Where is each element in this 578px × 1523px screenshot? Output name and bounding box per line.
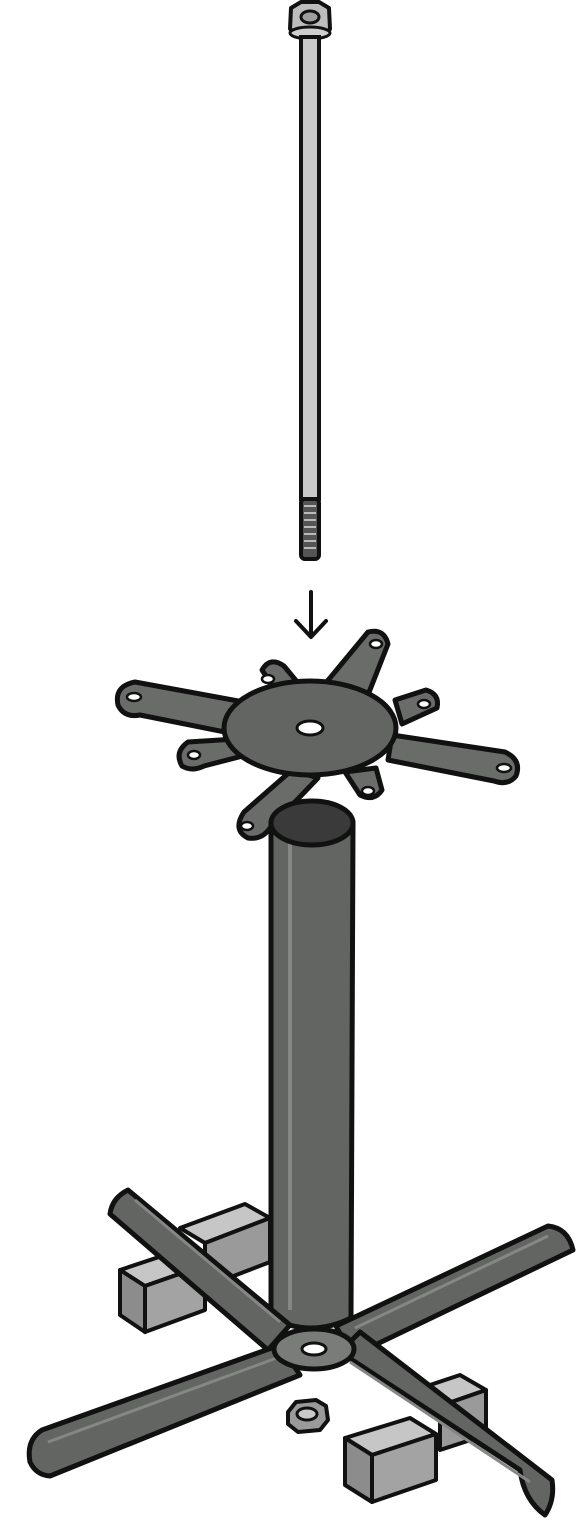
- rod-top-nut-face: [299, 9, 321, 25]
- x-base-leg-front-left: [26, 1342, 303, 1479]
- x-base-leg-back-left: [107, 1187, 293, 1353]
- x-base-leg-front-right: [337, 1329, 556, 1518]
- bottom-hex-nut: [286, 1398, 330, 1434]
- x-base-hub-hole: [300, 1341, 328, 1357]
- down-arrow-icon: [294, 590, 328, 639]
- spider-arm-right: [392, 687, 440, 727]
- column: [268, 798, 356, 1331]
- x-base-leg-back-right: [333, 1223, 576, 1359]
- spider-screw-holes: [125, 638, 513, 832]
- column-body: [268, 820, 356, 1331]
- rod-thread-lines: [304, 505, 316, 549]
- spider-center-hole: [295, 719, 325, 737]
- spider-arm-far-right: [385, 732, 521, 786]
- spider-plate: [114, 628, 521, 841]
- threaded-rod: [288, 0, 332, 561]
- column-top-opening: [268, 798, 356, 848]
- x-base-ridges: [47, 1198, 549, 1484]
- rod-thread: [299, 497, 321, 561]
- x-base: [26, 1187, 576, 1518]
- rod-shaft: [299, 35, 321, 501]
- spider-arm-bottom: [236, 767, 321, 841]
